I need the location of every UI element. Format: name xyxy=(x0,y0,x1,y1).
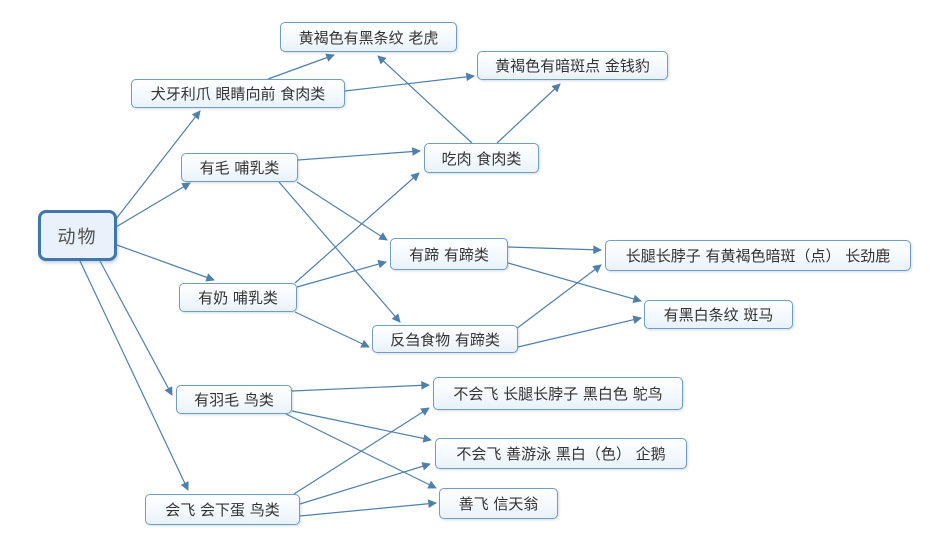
edge-hoofed-zebra xyxy=(507,262,642,304)
node-hoofed[interactable]: 有蹄 有蹄类 xyxy=(390,238,508,270)
edge-animal-milk-mammal xyxy=(116,244,215,282)
edge-ruminant-hoofed-zebra xyxy=(517,315,642,348)
edge-animal-hair-mammal xyxy=(115,182,191,228)
node-albatross[interactable]: 善飞 信天翁 xyxy=(439,488,558,519)
edge-fly-egg-bird-ostrich xyxy=(293,407,430,495)
node-tiger[interactable]: 黄褐色有黑条纹 老虎 xyxy=(280,22,457,52)
node-milk-mammal[interactable]: 有奶 哺乳类 xyxy=(179,283,297,312)
edge-milk-mammal-hoofed xyxy=(296,259,387,288)
edge-animal-feathers-bird xyxy=(99,260,173,396)
edge-fly-egg-bird-albatross xyxy=(299,499,437,517)
node-zebra[interactable]: 有黑白条纹 斑马 xyxy=(644,300,793,329)
edge-hair-mammal-eat-meat-carnivore xyxy=(297,147,421,161)
edge-eat-meat-carnivore-leopard xyxy=(496,83,561,144)
edge-eat-meat-carnivore-tiger xyxy=(377,55,473,144)
edge-hoofed-giraffe xyxy=(507,245,602,255)
node-eat-meat-carnivore[interactable]: 吃肉 食肉类 xyxy=(424,143,539,173)
edge-milk-mammal-ruminant-hoofed xyxy=(294,311,370,348)
edge-hair-mammal-hoofed xyxy=(296,181,388,241)
node-ruminant-hoofed[interactable]: 反刍食物 有蹄类 xyxy=(372,325,518,353)
edge-ruminant-hoofed-giraffe xyxy=(515,264,602,330)
edge-fly-egg-bird-penguin xyxy=(299,462,431,505)
node-animal[interactable]: 动物 xyxy=(38,210,117,261)
edge-carnivore-features-leopard xyxy=(344,72,475,92)
edge-hair-mammal-ruminant-hoofed xyxy=(278,181,401,323)
node-ostrich[interactable]: 不会飞 长腿长脖子 黑白色 鸵鸟 xyxy=(433,377,683,410)
node-giraffe[interactable]: 长腿长脖子 有黄褐色暗斑（点） 长劲鹿 xyxy=(605,240,911,271)
edge-milk-mammal-eat-meat-carnivore xyxy=(294,172,420,284)
edge-animal-carnivore-features xyxy=(115,110,201,220)
node-fly-egg-bird[interactable]: 会飞 会下蛋 鸟类 xyxy=(145,494,300,525)
node-leopard[interactable]: 黄褐色有暗斑点 金钱豹 xyxy=(477,51,668,80)
node-hair-mammal[interactable]: 有毛 哺乳类 xyxy=(181,153,298,182)
node-feathers-bird[interactable]: 有羽毛 鸟类 xyxy=(176,385,292,414)
edge-feathers-bird-ostrich xyxy=(291,381,430,392)
edge-carnivore-features-tiger xyxy=(267,53,335,80)
node-carnivore-features[interactable]: 犬牙利爪 眼睛向前 食肉类 xyxy=(131,79,345,108)
node-penguin[interactable]: 不会飞 善游泳 黑白（色） 企鹅 xyxy=(435,438,687,469)
edge-feathers-bird-penguin xyxy=(291,410,432,443)
edge-animal-fly-egg-bird xyxy=(79,260,189,491)
